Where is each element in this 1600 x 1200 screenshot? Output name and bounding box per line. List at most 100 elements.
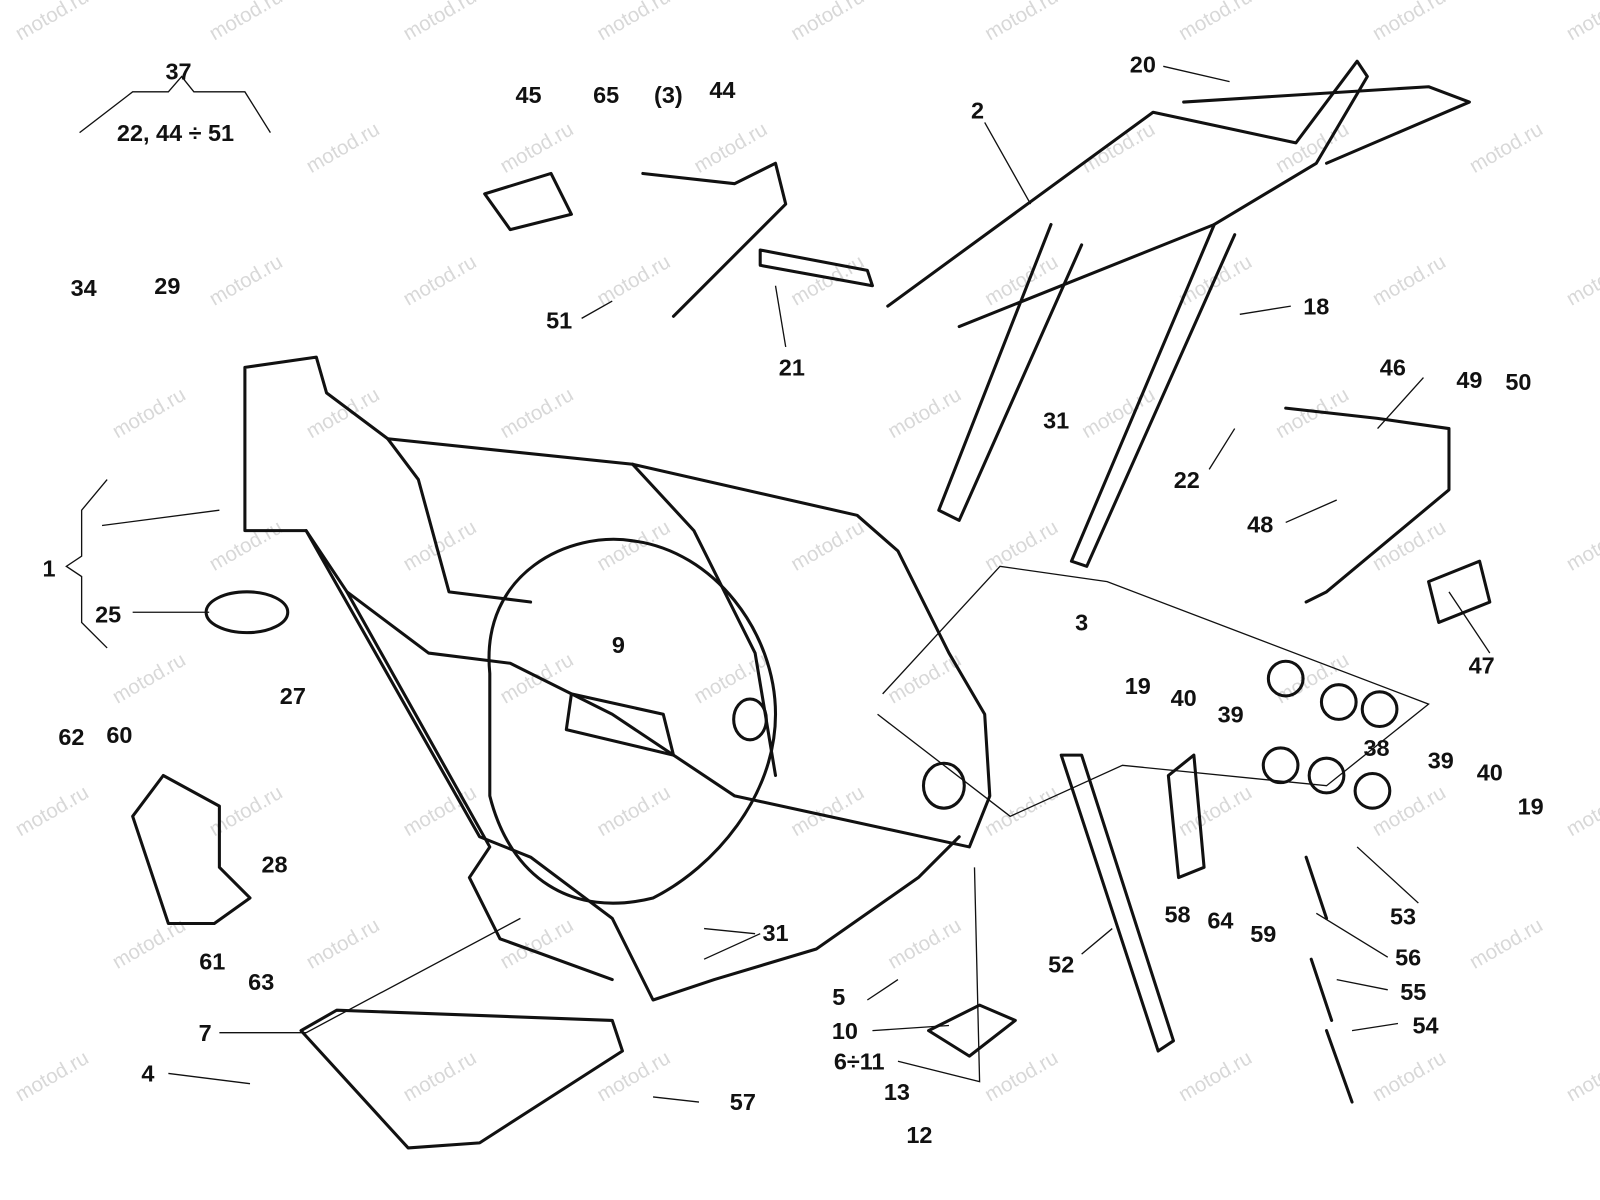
watermark-text: motod.ru (1369, 251, 1450, 310)
label-7: 7 (199, 1020, 212, 1046)
watermark-text: motod.ru (1175, 1047, 1256, 1106)
watermark-text: motod.ru (497, 914, 578, 973)
label-37-range: 22, 44 ÷ 51 (117, 120, 234, 146)
label-50: 50 (1505, 369, 1531, 395)
watermark-text: motod.ru (1272, 649, 1353, 708)
watermark-text: motod.ru (1272, 119, 1353, 178)
watermark-text: motod.ru (690, 119, 771, 178)
label-10: 10 (832, 1018, 858, 1044)
watermark-text: motod.ru (787, 0, 868, 45)
label-62: 62 (58, 724, 84, 750)
label-54: 54 (1412, 1013, 1438, 1039)
label-9: 9 (612, 632, 625, 658)
label-18: 18 (1303, 293, 1329, 319)
watermark-text: motod.ru (400, 0, 481, 45)
watermark-text: motod.ru (12, 0, 93, 45)
watermark-text: motod.ru (1563, 516, 1600, 575)
leader-lines (65, 65, 1491, 1103)
label-31-top: 31 (1043, 408, 1069, 434)
label-34: 34 (71, 275, 97, 301)
label-22: 22 (1174, 467, 1200, 493)
main-frame (243, 355, 992, 1002)
label-5: 5 (832, 984, 845, 1010)
label-44: 44 (709, 77, 735, 103)
label-19-left: 19 (1125, 673, 1151, 699)
rear-subframe (886, 59, 1471, 568)
watermark-text: motod.ru (303, 119, 384, 178)
label-40-left: 40 (1171, 685, 1197, 711)
watermark-text: motod.ru (1175, 0, 1256, 45)
label-31-bottom: 31 (762, 920, 788, 946)
watermark-text: motod.ru (12, 782, 93, 841)
label-58: 58 (1165, 901, 1191, 927)
label-52: 52 (1048, 951, 1074, 977)
watermark-text: motod.ru (981, 0, 1062, 45)
label-39-left: 39 (1218, 701, 1244, 727)
watermark-text: motod.ru (1563, 0, 1600, 45)
label-25: 25 (95, 601, 121, 627)
watermark-text: motod.ru (400, 1047, 481, 1106)
label-51: 51 (546, 308, 572, 334)
watermark-text: motod.ru (109, 649, 190, 708)
label-45: 45 (516, 82, 542, 108)
label-65: 65 (593, 82, 619, 108)
watermark-text: motod.ru (400, 516, 481, 575)
watermark-text: motod.ru (1563, 251, 1600, 310)
label-64: 64 (1207, 908, 1233, 934)
watermark-text: motod.ru (981, 1047, 1062, 1106)
label-38: 38 (1363, 735, 1389, 761)
label-20: 20 (1130, 51, 1156, 77)
label-21: 21 (779, 355, 805, 381)
label-46: 46 (1380, 355, 1406, 381)
label-12: 12 (906, 1122, 932, 1148)
label-53: 53 (1390, 903, 1416, 929)
label-63: 63 (248, 969, 274, 995)
watermark-text: motod.ru (1175, 782, 1256, 841)
watermark-text: motod.ru (400, 251, 481, 310)
watermark-text: motod.ru (1369, 0, 1450, 45)
watermark-text: motod.ru (884, 384, 965, 443)
label-59: 59 (1250, 921, 1276, 947)
label-19-right: 19 (1518, 793, 1544, 819)
label-6-11: 6÷11 (834, 1048, 885, 1074)
watermark-text: motod.ru (1563, 782, 1600, 841)
watermark-text: motod.ru (594, 0, 675, 45)
watermark-text: motod.ru (1466, 914, 1547, 973)
label-3: 3 (1075, 610, 1088, 636)
watermark-text: motod.ru (884, 914, 965, 973)
part-labels: 37 22, 44 ÷ 51 45 65 (3) 44 20 2 34 29 5… (42, 51, 1543, 1147)
label-29: 29 (154, 273, 180, 299)
label-3-ref: (3) (654, 82, 683, 108)
watermark-text: motod.ru (12, 1047, 93, 1106)
watermark-text: motod.ru (497, 649, 578, 708)
watermark-text: motod.ru (1466, 119, 1547, 178)
label-60: 60 (106, 722, 132, 748)
label-49: 49 (1456, 367, 1482, 393)
label-37: 37 (166, 59, 192, 85)
label-47: 47 (1469, 652, 1495, 678)
watermark-text: motod.ru (594, 251, 675, 310)
label-28: 28 (261, 851, 287, 877)
watermark-text: motod.ru (497, 119, 578, 178)
watermark-text: motod.ru (206, 251, 287, 310)
watermark-text: motod.ru (594, 782, 675, 841)
label-40-right: 40 (1477, 760, 1503, 786)
watermark-text: motod.ru (303, 384, 384, 443)
small-parts (131, 161, 1492, 1150)
watermark-text: motod.ru (787, 251, 868, 310)
watermark-text: motod.ru (206, 0, 287, 45)
label-1: 1 (42, 556, 55, 582)
label-61: 61 (199, 948, 225, 974)
label-27: 27 (280, 683, 306, 709)
watermark-text: motod.ru (594, 516, 675, 575)
watermark-text: motod.ru (303, 914, 384, 973)
watermark-text: motod.ru (981, 516, 1062, 575)
label-4: 4 (141, 1061, 154, 1087)
watermark-text: motod.ru (1563, 1047, 1600, 1106)
label-55: 55 (1400, 979, 1426, 1005)
label-13: 13 (884, 1079, 910, 1105)
watermark-text: motod.ru (787, 516, 868, 575)
watermark-text: motod.ru (1369, 1047, 1450, 1106)
